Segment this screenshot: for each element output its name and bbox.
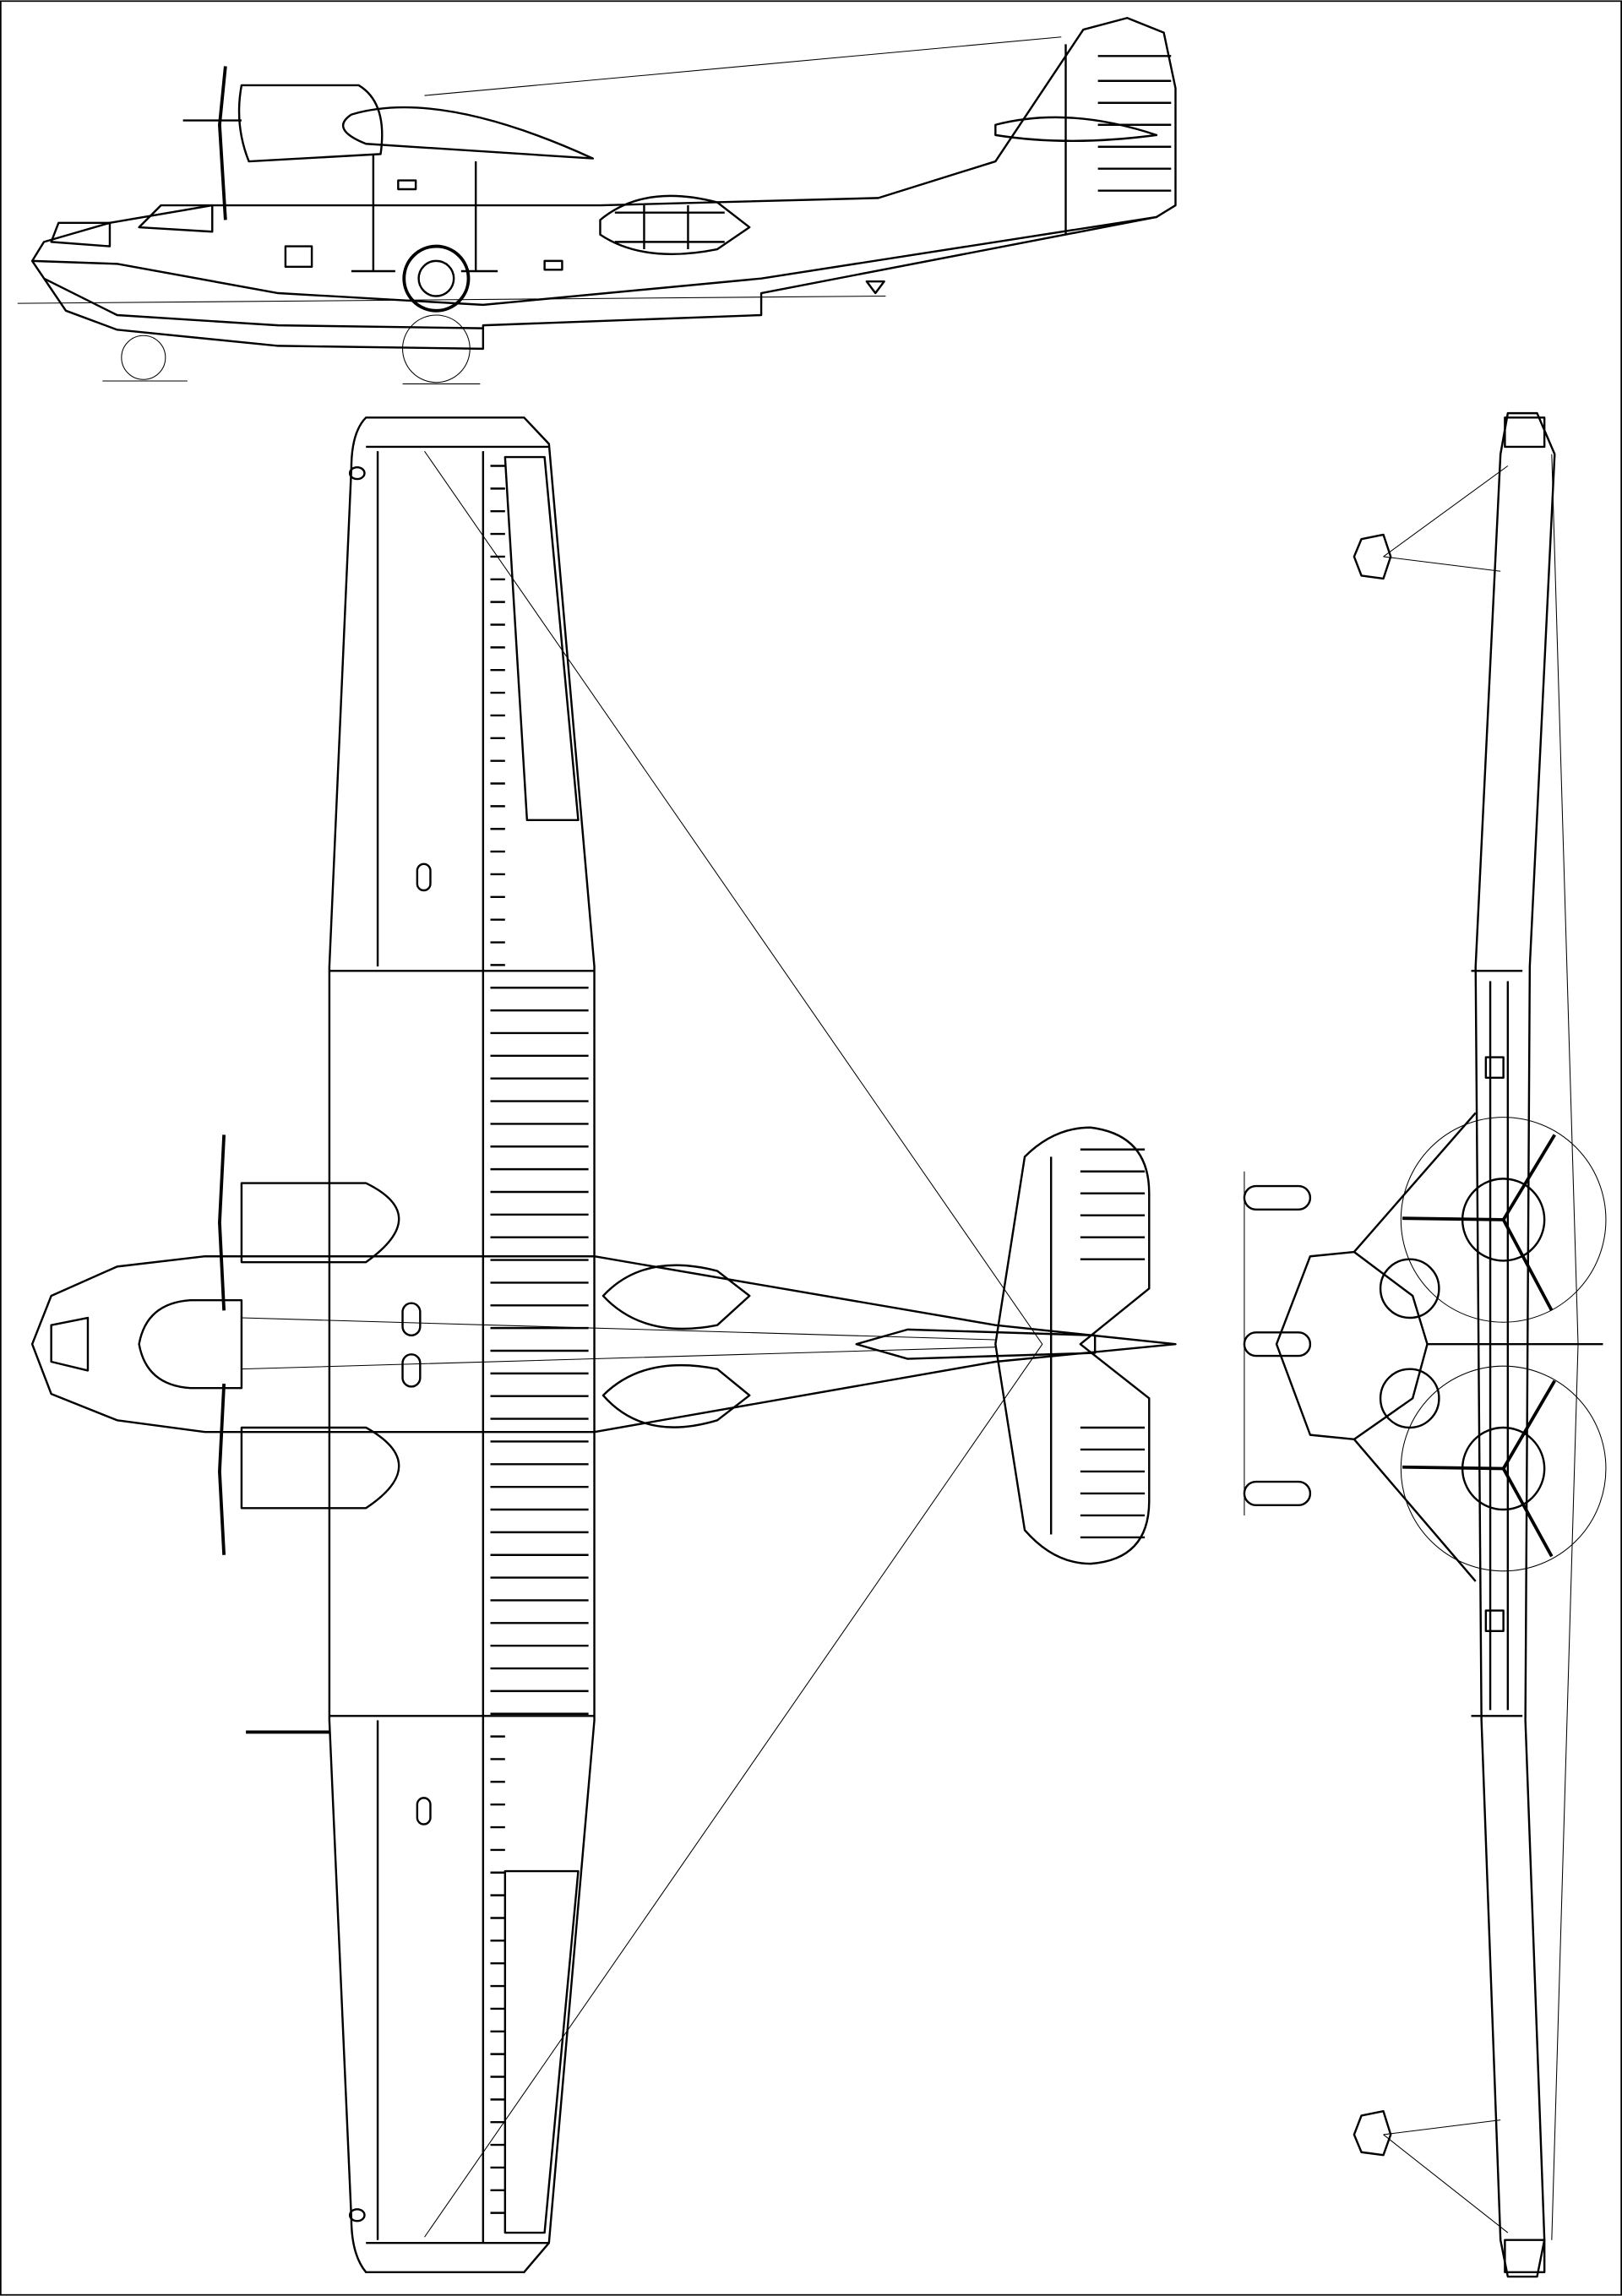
top-wing-outline — [328, 416, 596, 2274]
side-float-outline — [121, 335, 166, 380]
front-view — [1243, 411, 1607, 2278]
front-wing — [1474, 411, 1556, 2278]
top-engine-nacelles — [240, 1182, 400, 1510]
front-wing-center — [1471, 970, 1523, 1717]
top-wingtip-float-2 — [348, 2208, 366, 2223]
top-wing-spars — [329, 445, 595, 2244]
side-fuselage-hull — [30, 17, 1177, 351]
side-view — [17, 17, 1177, 384]
top-tail-fin — [855, 1328, 1097, 1360]
side-wheel-retracted-outline — [402, 314, 471, 384]
side-hatch — [397, 179, 417, 191]
top-hatch-2 — [401, 1353, 422, 1388]
top-wing-port-2 — [416, 1797, 432, 1825]
front-blister-2 — [1379, 1368, 1440, 1429]
side-tail-fin-rudder — [1064, 44, 1172, 235]
waterline-marker-icon — [865, 280, 885, 295]
top-wing-port — [416, 862, 432, 892]
top-elevators — [1049, 1148, 1146, 1539]
side-propeller — [218, 66, 227, 220]
front-antenna-wire — [1551, 454, 1579, 2240]
side-keel-line — [43, 277, 483, 329]
front-retracted-floats — [1353, 533, 1392, 2157]
side-wing — [342, 106, 595, 160]
top-propellers — [218, 1134, 226, 1555]
side-blister — [599, 194, 751, 255]
top-fuselage — [30, 1255, 1177, 1434]
side-main-wheel — [402, 244, 471, 313]
front-blister — [1379, 1258, 1440, 1319]
side-window — [284, 245, 313, 269]
front-wingtip-floats — [1504, 416, 1546, 2274]
top-horizontal-tail — [994, 1126, 1151, 1565]
side-wing-struts — [351, 154, 498, 273]
top-fuselage-wires — [241, 1317, 996, 1370]
top-wing-ribs — [490, 465, 589, 2214]
top-wingtip-float — [348, 466, 366, 481]
side-chine-line — [32, 215, 1157, 307]
waterline — [17, 295, 886, 304]
front-propeller-blades — [1402, 1134, 1556, 1558]
front-wing-struts — [1353, 1112, 1477, 1582]
side-hatch-2 — [543, 259, 563, 271]
top-cockpit — [138, 1299, 243, 1390]
side-horizontal-stabilizer — [994, 116, 1158, 143]
top-hatch — [401, 1302, 422, 1337]
top-view — [30, 416, 1177, 2274]
top-ailerons — [503, 455, 580, 2234]
top-antenna-wires — [424, 450, 1043, 2238]
front-prop-disc — [1400, 1117, 1607, 1323]
front-float-wires — [1383, 465, 1509, 2233]
side-wheel-hub — [417, 259, 455, 297]
side-engine-nacelle — [237, 84, 384, 163]
side-cockpit-windows — [50, 204, 214, 248]
front-hatch-2 — [1484, 1609, 1505, 1633]
top-blisters — [601, 1264, 751, 1428]
top-nose-turret — [50, 1316, 90, 1372]
front-hatch — [1484, 1056, 1505, 1080]
front-prop-disc-2 — [1400, 1365, 1607, 1572]
side-antenna-wire — [424, 36, 1062, 96]
